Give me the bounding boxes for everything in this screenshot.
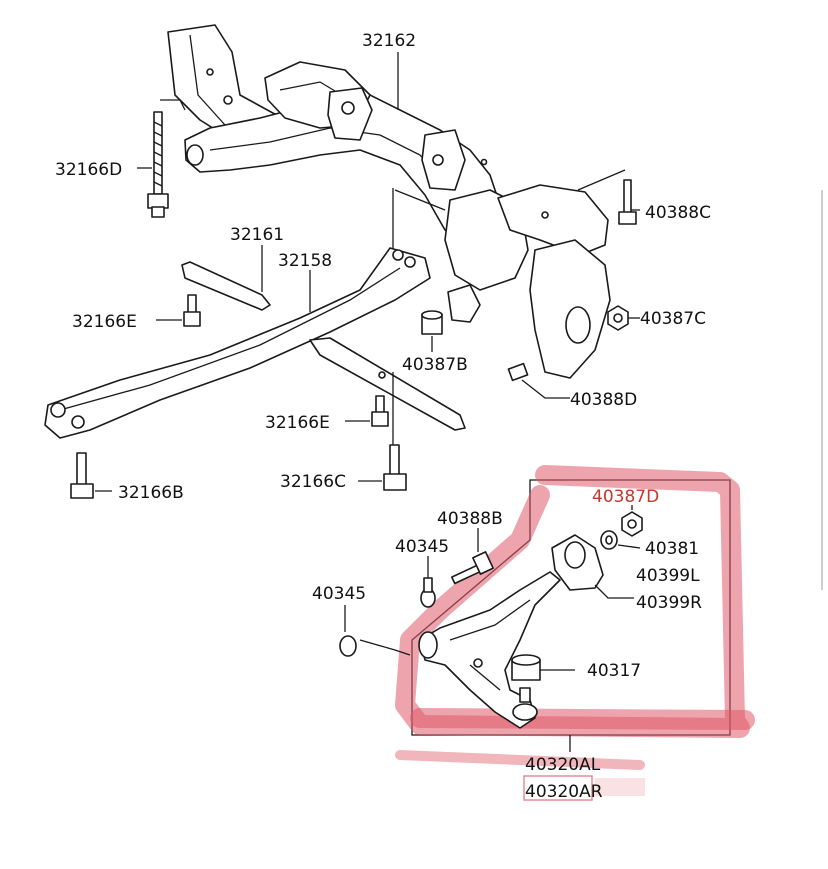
washer-40345-upper (420, 577, 436, 608)
label-40320AL: 40320AL (525, 755, 601, 775)
leader-dash-left (160, 99, 186, 111)
label-40345-lower: 40345 (312, 584, 366, 604)
crossmember-32158 (44, 247, 431, 439)
bolt-32166E-upper (183, 294, 201, 327)
nut-40387C (607, 305, 629, 331)
label-40345-upper: 40345 (395, 537, 449, 557)
washer-40345-lower (339, 635, 357, 657)
bolt-40388B (451, 551, 494, 585)
highlight-tail (595, 778, 645, 796)
label-40388D: 40388D (570, 390, 637, 410)
bolt-32166B (70, 452, 94, 499)
label-32166C: 32166C (280, 472, 346, 492)
label-40399R: 40399R (636, 593, 702, 613)
label-40399L: 40399L (636, 566, 700, 586)
highlight-box-40320 (523, 775, 593, 801)
bushing-40399 (551, 534, 604, 591)
label-32166E-upper: 32166E (72, 312, 137, 332)
label-32166D: 32166D (55, 160, 122, 180)
label-40387C: 40387C (640, 309, 706, 329)
leader-40345-arm (359, 639, 411, 656)
label-40381: 40381 (645, 539, 699, 559)
label-40388C: 40388C (645, 203, 711, 223)
leader-40388D (521, 379, 570, 399)
highlight-base (410, 708, 755, 730)
bolt-32166C (383, 444, 407, 491)
label-40320AR: 40320AR (525, 782, 603, 802)
bolt-40388D (507, 362, 529, 382)
leader-40399 (594, 584, 634, 599)
washer-40381 (600, 530, 618, 550)
lower-arm-40320A (418, 571, 561, 729)
label-32166B: 32166B (118, 483, 184, 503)
leader-40388C-a (577, 169, 626, 191)
bolt-32166E-lower (371, 395, 389, 427)
label-40387B: 40387B (402, 355, 468, 375)
label-32161: 32161 (230, 225, 284, 245)
bolt-40388C (618, 179, 637, 225)
ball-joint-40317 (511, 654, 541, 681)
label-32158: 32158 (278, 251, 332, 271)
bolt-32166D (147, 111, 169, 218)
nut-40387D (621, 511, 643, 537)
label-40317: 40317 (587, 661, 641, 681)
subframe-32162 (167, 24, 611, 379)
leader-dash-mid2 (394, 189, 446, 211)
label-32162: 32162 (362, 31, 416, 51)
leader-40381 (617, 544, 641, 549)
label-40387D: 40387D (592, 487, 659, 507)
brace-32161 (181, 261, 466, 431)
label-40388B: 40388B (437, 509, 503, 529)
nut-40387B (421, 310, 443, 335)
highlight-underline (395, 750, 645, 770)
label-32166E-lower: 32166E (265, 413, 330, 433)
